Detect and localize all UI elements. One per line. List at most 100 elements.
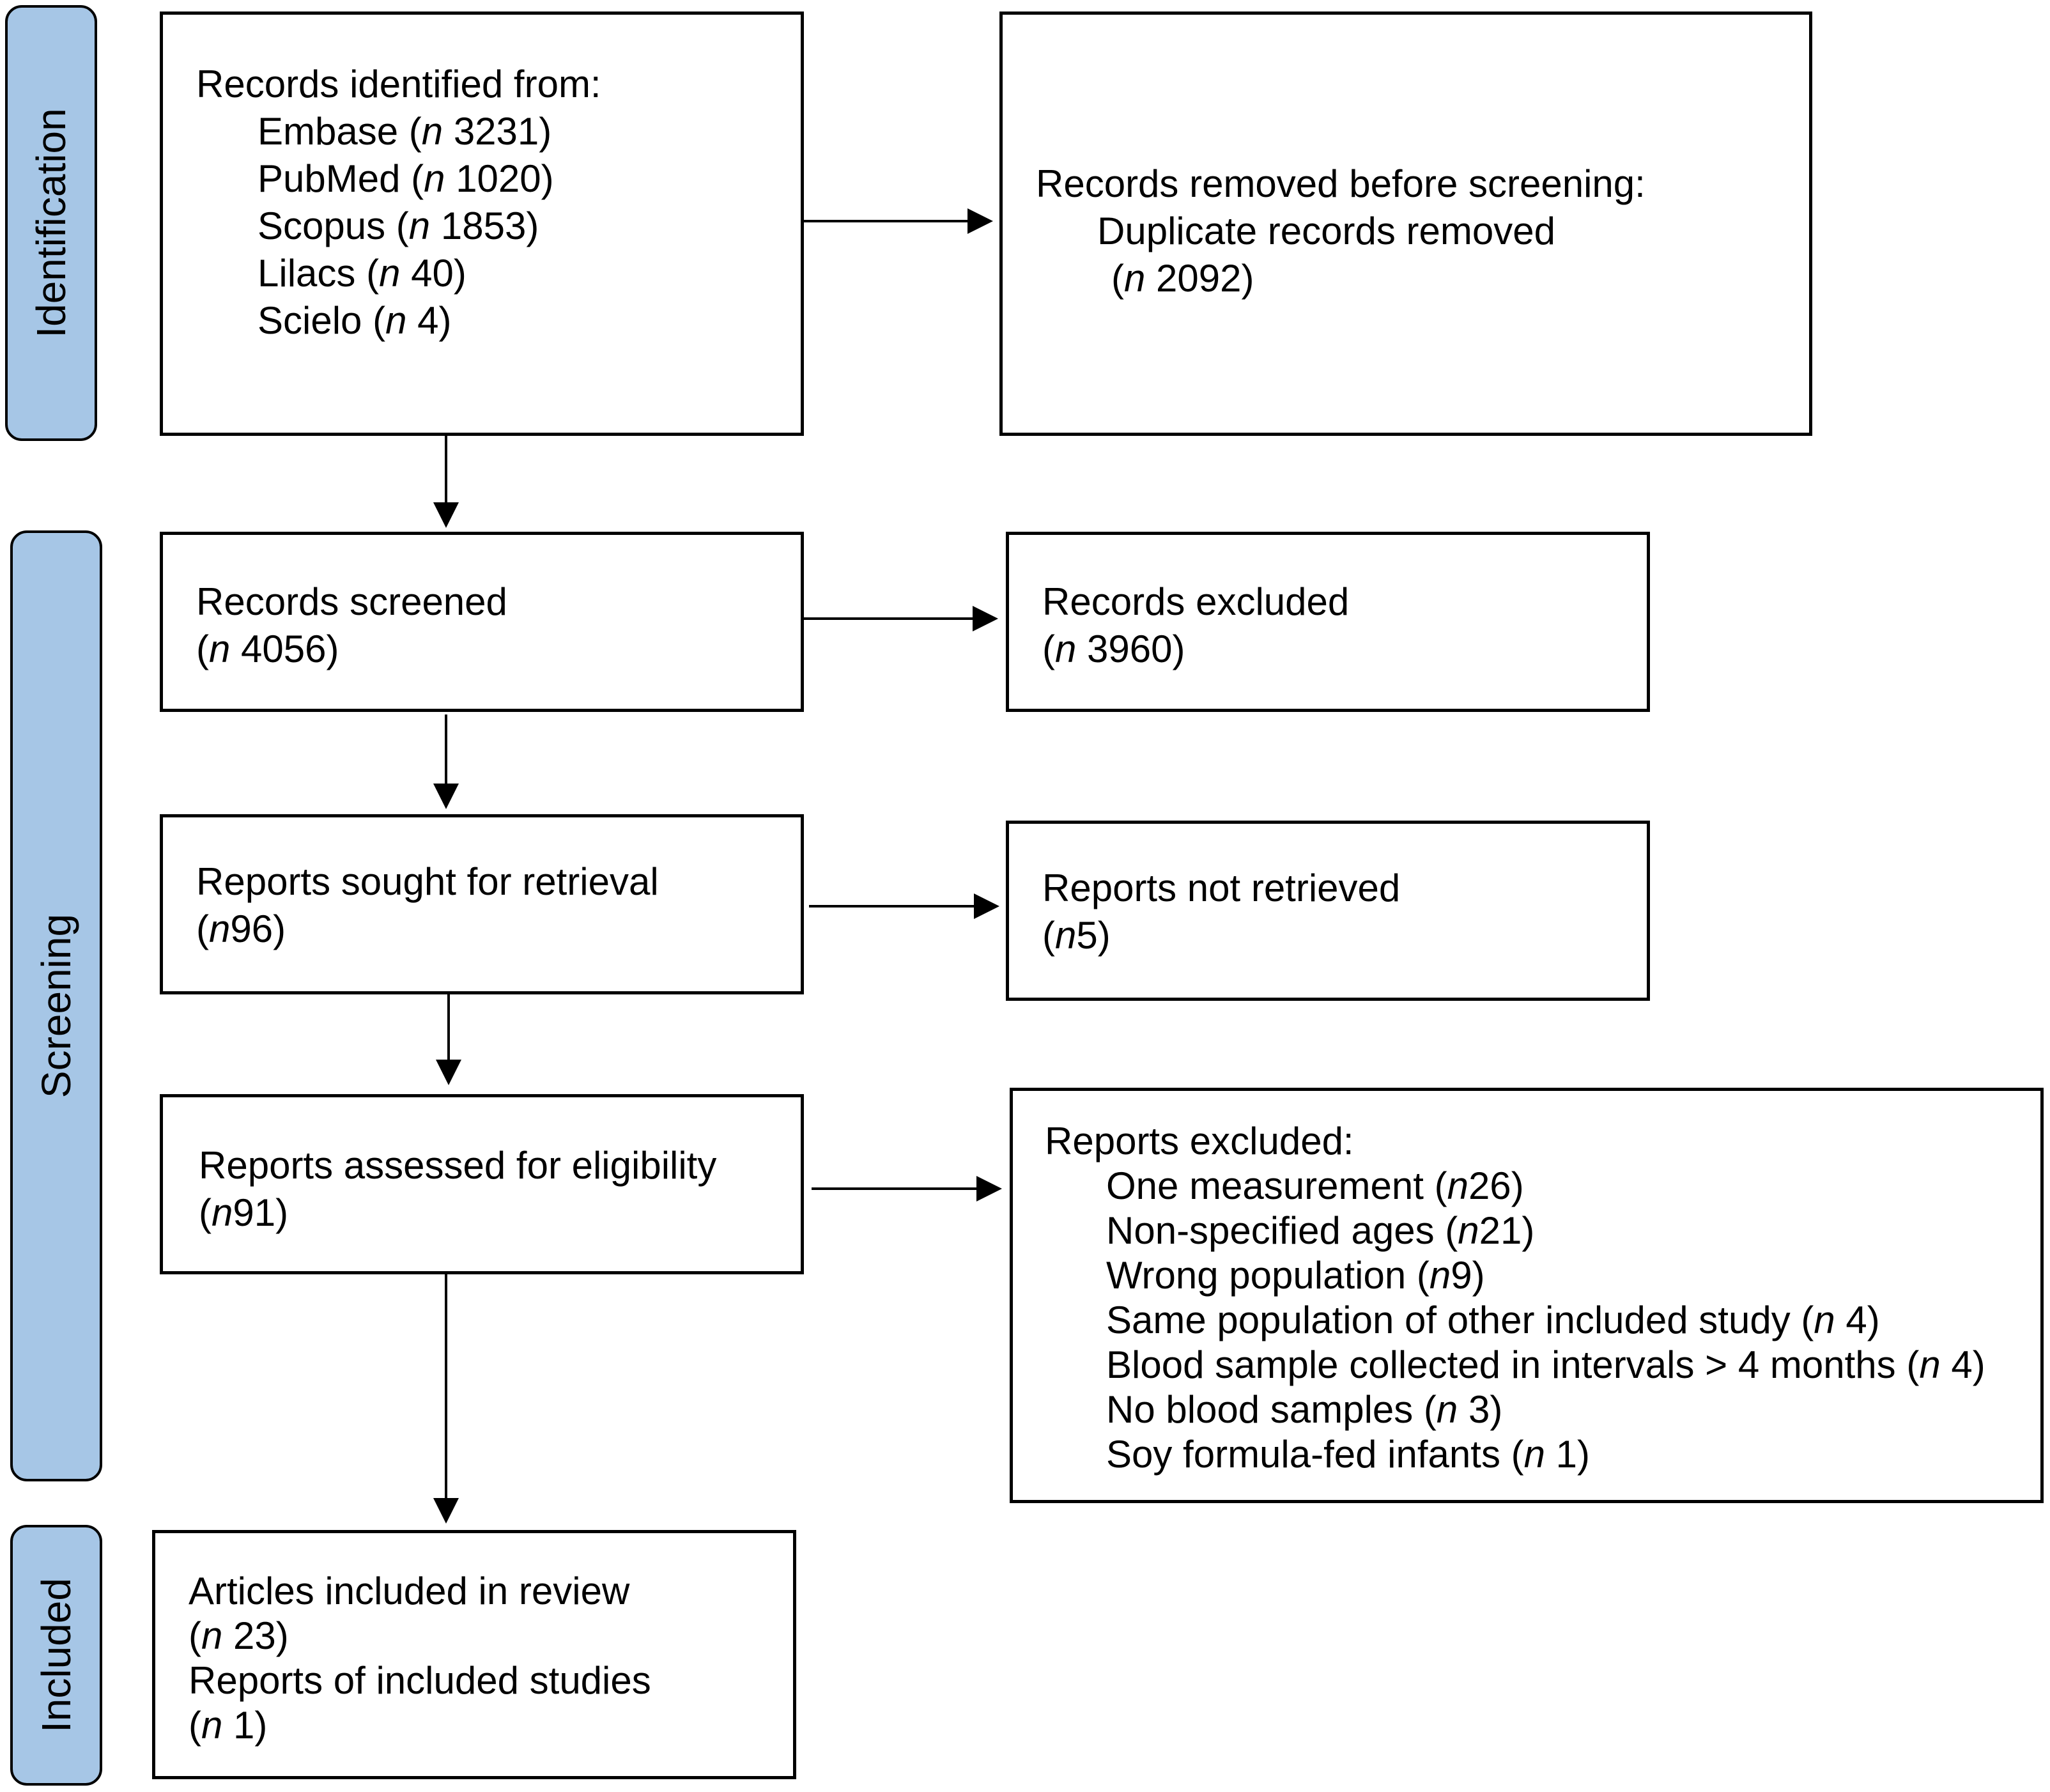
exclusion-reason: Wrong population (n9) [1106, 1254, 1485, 1297]
records-screened-box: Records screened (n 4056) [160, 532, 804, 712]
source-count: 1853 [440, 205, 527, 247]
count: 96 [230, 908, 274, 950]
articles-included-label: Articles included in review [189, 1570, 630, 1612]
source-count: 3231 [453, 110, 539, 153]
reports-sought-label: Reports sought for retrieval [196, 860, 659, 903]
reason-count: 21 [1479, 1209, 1522, 1252]
n-symbol: n [424, 157, 445, 200]
n-symbol: n [421, 110, 443, 153]
exclusion-reason: Same population of other included study … [1106, 1299, 1880, 1341]
arrow-sought-to-assessed [436, 994, 461, 1085]
reason-count: 3 [1468, 1388, 1490, 1431]
source-name: Lilacs [258, 252, 356, 295]
n-symbol: n [1054, 628, 1077, 670]
reports-excluded-box: Reports excluded: One measurement (n26) … [1010, 1088, 2044, 1503]
reason-label: Wrong population [1106, 1254, 1406, 1297]
reports-assessed-count: (n91) [199, 1191, 289, 1234]
n-symbol: n [1523, 1433, 1545, 1476]
source-name: PubMed [258, 157, 401, 200]
source-scielo: Scielo (n 4) [258, 299, 452, 342]
records-identified-heading: Records identified from: [196, 63, 601, 105]
records-removed-box: Records removed before screening: Duplic… [999, 12, 1812, 436]
reason-count: 1 [1555, 1433, 1578, 1476]
duplicates-removed-count: (n 2092) [1111, 257, 1254, 300]
source-name: Scielo [258, 299, 362, 342]
n-symbol: n [211, 1191, 233, 1234]
count: 5 [1076, 914, 1098, 957]
reports-included-label: Reports of included studies [189, 1659, 651, 1702]
count: 23 [233, 1614, 276, 1657]
n-symbol: n [1919, 1343, 1941, 1386]
exclusion-reason: Soy formula-fed infants (n 1) [1106, 1433, 1591, 1476]
source-count: 1020 [456, 157, 541, 200]
reason-count: 4 [1951, 1343, 1973, 1386]
reports-included-count: (n 1) [189, 1704, 268, 1747]
reports-sought-count: (n96) [196, 908, 286, 950]
reports-sought-box: Reports sought for retrieval (n96) [160, 814, 804, 994]
exclusion-reason: No blood samples (n 3) [1106, 1388, 1503, 1431]
n-symbol: n [379, 252, 401, 295]
source-embase: Embase (n 3231) [258, 110, 552, 153]
arrow-identified-to-removed [804, 208, 993, 234]
n-symbol: n [385, 299, 407, 342]
reason-label: One measurement [1106, 1164, 1424, 1207]
phase-identification: Identification [5, 5, 97, 441]
exclusion-reason: Non-specified ages (n21) [1106, 1209, 1535, 1252]
reason-label: Soy formula-fed infants [1106, 1433, 1500, 1476]
arrow-assessed-to-excluded [812, 1176, 1002, 1201]
n-symbol: n [208, 628, 231, 670]
phase-included: Included [10, 1525, 102, 1786]
articles-included-count: (n 23) [189, 1614, 289, 1657]
arrow-identified-to-screened [433, 436, 459, 528]
count: 2092 [1156, 257, 1242, 300]
records-excluded-box: Records excluded (n 3960) [1006, 532, 1650, 712]
reason-label: No blood samples [1106, 1388, 1414, 1431]
phase-screening: Screening [10, 530, 102, 1481]
reason-label: Same population of other included study [1106, 1299, 1791, 1341]
reason-label: Non-specified ages [1106, 1209, 1435, 1252]
studies-included-box: Articles included in review (n 23) Repor… [152, 1530, 796, 1779]
exclusion-reason: One measurement (n26) [1106, 1164, 1524, 1207]
records-excluded-label: Records excluded [1042, 580, 1350, 623]
source-scopus: Scopus (n 1853) [258, 205, 539, 247]
records-identified-box: Records identified from: Embase (n 3231)… [160, 12, 804, 436]
count: 1 [233, 1704, 255, 1747]
n-symbol: n [1436, 1388, 1458, 1431]
n-symbol: n [1447, 1164, 1468, 1207]
reason-count: 26 [1468, 1164, 1511, 1207]
duplicates-removed-label: Duplicate records removed [1097, 210, 1555, 252]
source-count: 4 [417, 299, 439, 342]
n-symbol: n [1458, 1209, 1479, 1252]
source-lilacs: Lilacs (n 40) [258, 252, 466, 295]
reports-assessed-box: Reports assessed for eligibility (n91) [160, 1094, 804, 1274]
n-symbol: n [201, 1704, 223, 1747]
source-count: 40 [411, 252, 454, 295]
reason-label: Blood sample collected in intervals > 4 … [1106, 1343, 1896, 1386]
reports-not-retrieved-box: Reports not retrieved (n5) [1006, 821, 1650, 1001]
count: 4056 [241, 628, 327, 670]
count: 3960 [1087, 628, 1173, 670]
n-symbol: n [1429, 1254, 1451, 1297]
arrow-screened-to-sought [433, 714, 459, 809]
reports-not-retrieved-label: Reports not retrieved [1042, 867, 1401, 909]
reports-not-retrieved-count: (n5) [1042, 914, 1111, 957]
arrow-sought-to-not-retrieved [809, 893, 999, 919]
n-symbol: n [408, 205, 431, 247]
records-excluded-count: (n 3960) [1042, 628, 1185, 670]
source-pubmed: PubMed (n 1020) [258, 157, 554, 200]
exclusion-reason: Blood sample collected in intervals > 4 … [1106, 1343, 1985, 1386]
records-screened-count: (n 4056) [196, 628, 339, 670]
arrow-screened-to-excluded [804, 606, 998, 631]
n-symbol: n [1814, 1299, 1835, 1341]
source-name: Scopus [258, 205, 386, 247]
n-symbol: n [1054, 914, 1077, 957]
n-symbol: n [1123, 257, 1146, 300]
records-screened-label: Records screened [196, 580, 507, 623]
reports-assessed-label: Reports assessed for eligibility [199, 1144, 717, 1187]
records-removed-heading: Records removed before screening: [1036, 162, 1645, 205]
source-name: Embase [258, 110, 399, 153]
n-symbol: n [208, 908, 231, 950]
reports-excluded-heading: Reports excluded: [1045, 1120, 1354, 1162]
